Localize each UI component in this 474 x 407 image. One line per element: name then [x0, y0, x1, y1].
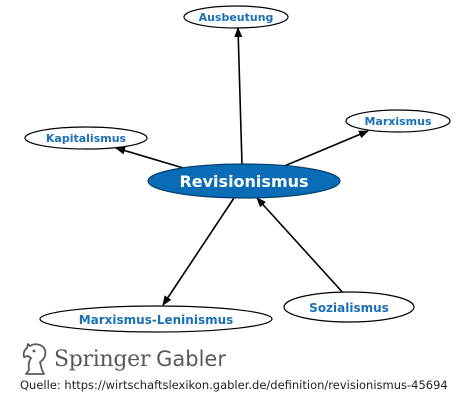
node-sozialismus-label: Sozialismus	[309, 301, 389, 315]
node-marxismus-leninismus-label: Marxismus-Leninismus	[79, 313, 234, 327]
node-ausbeutung-label: Ausbeutung	[199, 11, 274, 24]
node-ausbeutung: Ausbeutung	[183, 5, 289, 29]
center-node: Revisionismus	[147, 163, 341, 199]
edge-center-to-marxismus-leninismus	[162, 197, 235, 306]
edges	[115, 27, 369, 306]
node-marxismus: Marxismus	[345, 109, 451, 133]
source-label: Quelle:	[20, 378, 61, 392]
brand-springer-text: Springer	[54, 346, 151, 372]
source-line: Quelle: https://wirtschaftslexikon.gable…	[20, 378, 470, 392]
edge-sozialismus-to-center	[256, 197, 346, 296]
node-kapitalismus: Kapitalismus	[24, 126, 148, 150]
brand-gabler-text: Gabler	[156, 347, 226, 371]
springer-gabler-brand: Springer Gabler	[20, 342, 226, 376]
edge-center-to-marxismus	[281, 130, 369, 168]
node-marxismus-leninismus: Marxismus-Leninismus	[39, 305, 273, 333]
node-sozialismus: Sozialismus	[283, 291, 415, 323]
node-marxismus-label: Marxismus	[364, 115, 432, 128]
node-kapitalismus-label: Kapitalismus	[46, 132, 127, 145]
center-node-label: Revisionismus	[179, 172, 308, 191]
edge-center-to-kapitalismus	[115, 146, 191, 171]
edge-center-to-ausbeutung	[234, 27, 243, 166]
knight-chess-piece-icon	[22, 343, 47, 375]
source-url[interactable]: https://wirtschaftslexikon.gabler.de/def…	[64, 378, 448, 392]
